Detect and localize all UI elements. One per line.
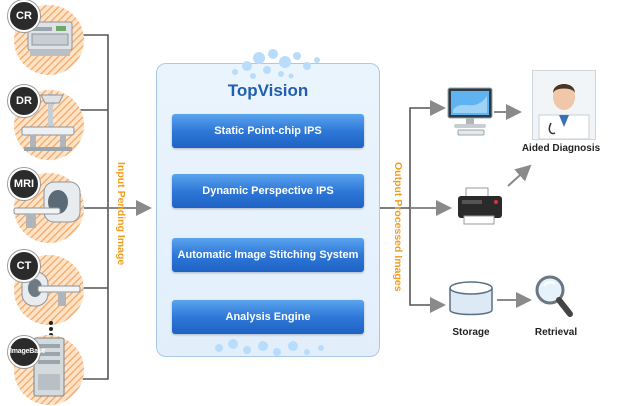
source-dr: DR xyxy=(8,85,86,163)
input-label: Input Pending Image xyxy=(115,162,127,266)
source-mri: MRI xyxy=(8,168,86,246)
bubble-decoration-top xyxy=(232,49,320,79)
module-analysis-engine[interactable]: Analysis Engine xyxy=(172,300,364,334)
panel-title: TopVision xyxy=(227,81,309,100)
source-cr: CR xyxy=(8,0,86,78)
storage-icon xyxy=(449,281,493,316)
topvision-panel: TopVision Static Point-chip IPS Dynamic … xyxy=(156,49,380,357)
output-label: Output Processed Images xyxy=(392,162,404,292)
source-imagebase: ImageBase xyxy=(8,330,86,406)
magnifier-icon xyxy=(535,275,573,317)
source-ct: CT xyxy=(8,250,86,328)
badge-imagebase: ImageBase xyxy=(8,336,45,368)
monitor-icon xyxy=(447,87,493,136)
module-dynamic-perspective[interactable]: Dynamic Perspective IPS xyxy=(172,174,364,208)
badge-ct: CT xyxy=(8,250,40,282)
retrieval-label: Retrieval xyxy=(534,327,578,338)
storage-label: Storage xyxy=(452,327,490,338)
printer-icon xyxy=(458,187,502,225)
aided-diagnosis-label: Aided Diagnosis xyxy=(521,143,601,154)
badge-mri: MRI xyxy=(8,168,40,200)
badge-dr: DR xyxy=(8,85,40,117)
module-image-stitching[interactable]: Automatic Image Stitching System xyxy=(172,238,364,272)
doctor-photo xyxy=(532,70,596,140)
doctor-icon xyxy=(538,84,590,140)
badge-cr: CR xyxy=(8,0,40,32)
module-static-point-chip[interactable]: Static Point-chip IPS xyxy=(172,114,364,148)
bubble-decoration-bottom xyxy=(215,339,324,356)
